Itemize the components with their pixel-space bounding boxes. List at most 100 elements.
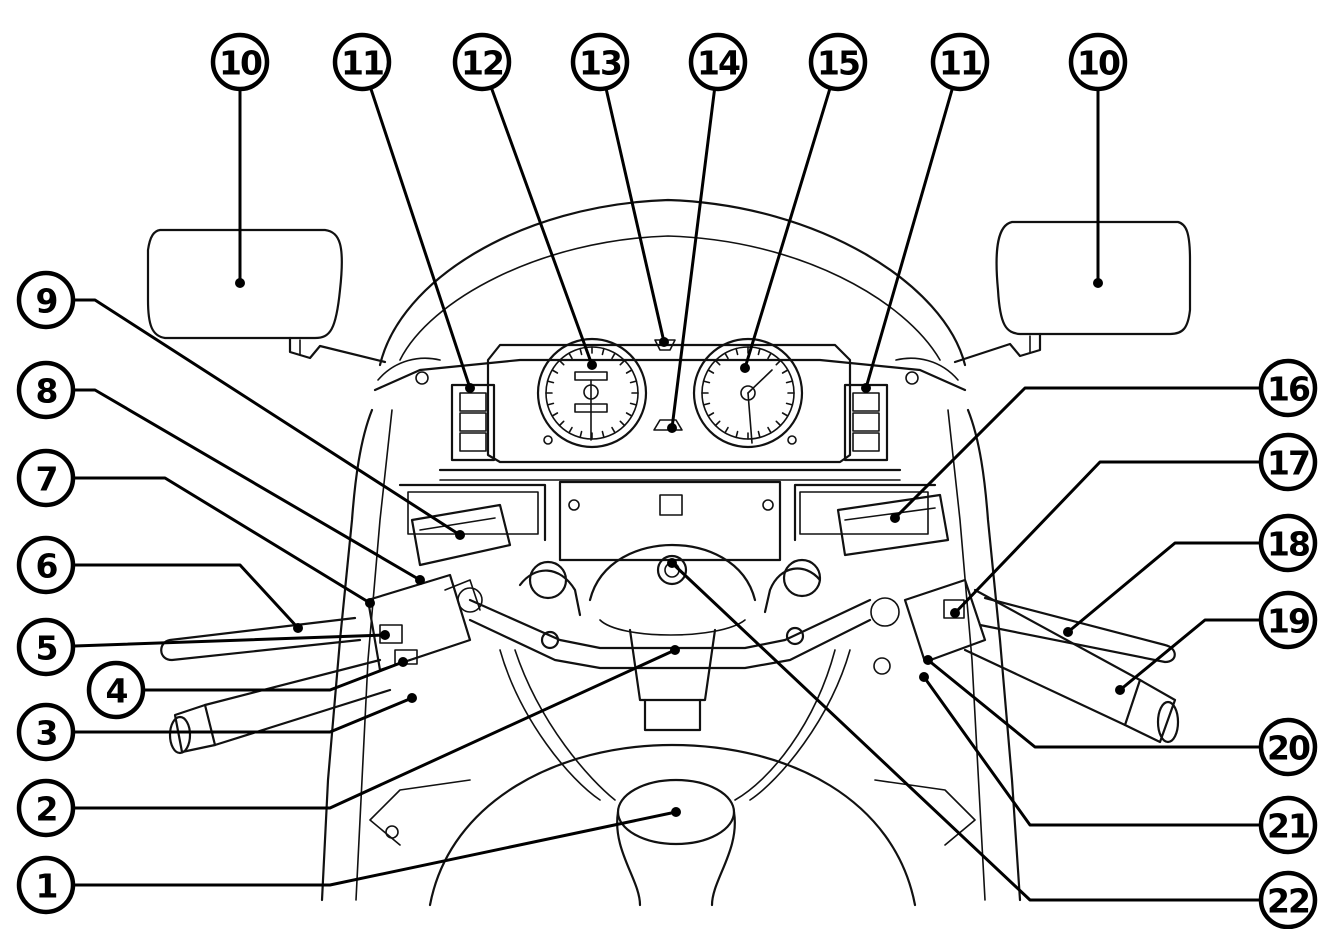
target-dot-c18 bbox=[1063, 627, 1073, 637]
leader-c8 bbox=[44, 388, 422, 582]
callout-number: 12 bbox=[461, 44, 503, 83]
callout-number: 1 bbox=[36, 867, 57, 906]
callout-c22: 22 bbox=[1258, 870, 1318, 929]
callout-circle bbox=[1258, 513, 1318, 573]
callout-circle bbox=[1258, 870, 1318, 929]
target-dot-c7 bbox=[365, 598, 375, 608]
indicator-panel-right bbox=[843, 383, 889, 462]
target-dot-c1 bbox=[671, 807, 681, 817]
callout-circle bbox=[930, 32, 990, 92]
callout-number: 19 bbox=[1267, 602, 1309, 641]
callout-c8: 8 bbox=[16, 360, 76, 420]
target-dot-c14 bbox=[667, 423, 677, 433]
callout-c4: 4 bbox=[86, 660, 146, 720]
callout-c12: 12 bbox=[452, 32, 512, 92]
callout-circle bbox=[1258, 358, 1318, 418]
callout-number: 3 bbox=[36, 714, 57, 753]
callout-circle bbox=[452, 32, 512, 92]
target-dot-c3 bbox=[407, 693, 417, 703]
leader-c22 bbox=[670, 561, 1290, 902]
leader-c18 bbox=[1066, 541, 1290, 634]
callout-circle bbox=[16, 702, 76, 762]
fuel-tank bbox=[369, 743, 976, 907]
callout-c6: 6 bbox=[16, 535, 76, 595]
callout-c20: 20 bbox=[1258, 717, 1318, 777]
callout-c5: 5 bbox=[16, 617, 76, 677]
leader-c15 bbox=[743, 60, 840, 370]
callout-circle bbox=[1258, 795, 1318, 855]
callout-circle bbox=[688, 32, 748, 92]
callout-c11a: 11 bbox=[332, 32, 392, 92]
callout-circle bbox=[16, 448, 76, 508]
right-grip-assembly bbox=[836, 493, 1180, 744]
callout-leaders bbox=[44, 60, 1290, 902]
leader-c3 bbox=[44, 696, 414, 734]
target-dot-c13 bbox=[659, 337, 669, 347]
callout-c9: 9 bbox=[16, 270, 76, 330]
callout-c2: 2 bbox=[16, 778, 76, 838]
callout-c3: 3 bbox=[16, 702, 76, 762]
callout-circle bbox=[1258, 432, 1318, 492]
target-dot-c9 bbox=[455, 530, 465, 540]
callout-number: 14 bbox=[697, 44, 740, 83]
leader-c6 bbox=[44, 563, 300, 630]
callout-c14: 14 bbox=[688, 32, 748, 92]
callout-circle bbox=[86, 660, 146, 720]
callout-circle bbox=[16, 855, 76, 915]
target-dot-c5 bbox=[380, 630, 390, 640]
callout-c1: 1 bbox=[16, 855, 76, 915]
callout-c17: 17 bbox=[1258, 432, 1318, 492]
callout-circle bbox=[570, 32, 630, 92]
target-dot-c15 bbox=[740, 363, 750, 373]
leader-c11b bbox=[864, 60, 962, 390]
target-dot-c4 bbox=[398, 657, 408, 667]
center-console bbox=[398, 480, 937, 562]
callout-c16: 16 bbox=[1258, 358, 1318, 418]
callout-circle bbox=[16, 778, 76, 838]
target-dot-c8 bbox=[415, 575, 425, 585]
callout-c11b: 11 bbox=[930, 32, 990, 92]
windshield bbox=[378, 198, 967, 367]
target-dot-c11a bbox=[465, 383, 475, 393]
callout-number: 10 bbox=[219, 44, 262, 83]
tachometer bbox=[536, 337, 648, 449]
leader-c21 bbox=[922, 675, 1290, 827]
callout-c7: 7 bbox=[16, 448, 76, 508]
target-dot-c10a bbox=[235, 278, 245, 288]
leader-c17 bbox=[953, 460, 1290, 615]
target-dot-c6 bbox=[293, 623, 303, 633]
callout-circle bbox=[332, 32, 392, 92]
warning-light-bottom bbox=[653, 419, 683, 431]
target-dot-c17 bbox=[950, 608, 960, 618]
leader-c14 bbox=[670, 60, 720, 430]
target-dot-c21 bbox=[919, 672, 929, 682]
leader-c12 bbox=[480, 60, 594, 367]
leader-c20 bbox=[926, 658, 1290, 749]
cables bbox=[499, 649, 851, 801]
target-dot-c19 bbox=[1115, 685, 1125, 695]
callout-circle bbox=[808, 32, 868, 92]
callout-number: 18 bbox=[1267, 525, 1309, 564]
steering-head bbox=[588, 543, 757, 732]
target-dot-c11b bbox=[861, 383, 871, 393]
target-dot-c10b bbox=[1093, 278, 1103, 288]
callout-circle bbox=[1258, 717, 1318, 777]
leader-c4 bbox=[114, 660, 405, 692]
callout-number: 15 bbox=[817, 44, 859, 83]
callout-circle bbox=[1068, 32, 1128, 92]
callout-number: 13 bbox=[579, 44, 621, 83]
leader-c13 bbox=[598, 60, 666, 344]
callout-number: 7 bbox=[36, 460, 57, 499]
speedometer bbox=[692, 337, 804, 449]
leader-c2 bbox=[44, 648, 677, 810]
callout-number: 11 bbox=[939, 44, 981, 83]
callout-number: 20 bbox=[1267, 729, 1310, 768]
callout-c19: 19 bbox=[1258, 590, 1318, 650]
callout-number: 6 bbox=[36, 547, 58, 586]
callout-c10a: 10 bbox=[210, 32, 270, 92]
callout-number: 11 bbox=[341, 44, 383, 83]
callout-number: 8 bbox=[36, 372, 57, 411]
